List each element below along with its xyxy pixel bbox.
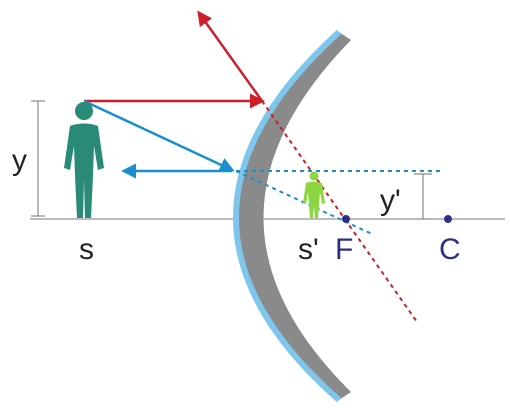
object-distance-label: s — [79, 233, 94, 266]
image-distance-label: s' — [298, 233, 319, 266]
object-height-dimension — [31, 100, 45, 217]
mirror-coating — [233, 29, 342, 403]
object-height-label: y — [12, 144, 27, 177]
blue-incident-ray — [83, 99, 235, 172]
focal-point-marker — [342, 215, 350, 223]
image-height-dimension — [414, 173, 432, 220]
center-of-curvature-marker — [444, 215, 452, 223]
image-height-label: y' — [380, 184, 401, 217]
center-of-curvature-label: C — [439, 233, 461, 266]
red-virtual-extension — [261, 100, 418, 323]
focal-point-label: F — [335, 233, 353, 266]
image-person — [303, 171, 325, 218]
red-reflected-ray — [197, 10, 264, 102]
object-person — [64, 102, 104, 218]
